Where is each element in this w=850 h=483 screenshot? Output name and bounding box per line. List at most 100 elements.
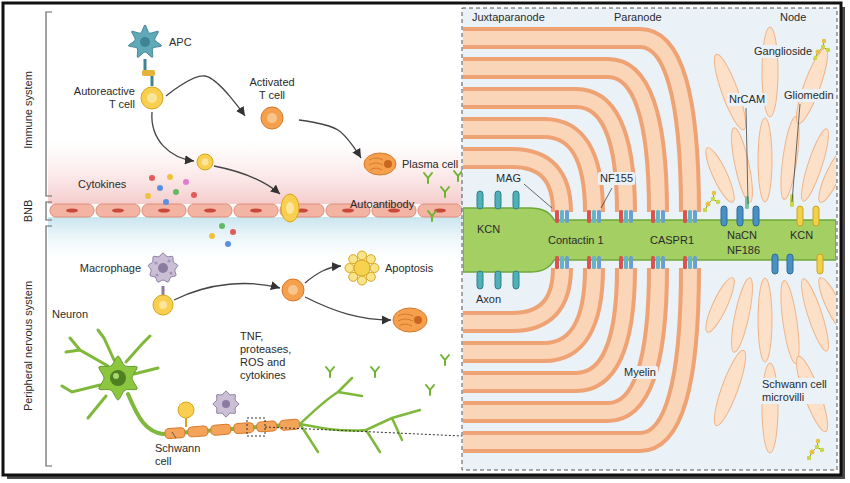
cell-label: Plasma cell (402, 158, 458, 171)
part-label: Schwann cell (155, 442, 205, 468)
endothelium (418, 204, 462, 217)
autoantibody-symbol (424, 173, 432, 183)
paranodal-protein (745, 196, 749, 209)
paranodal-protein (624, 210, 628, 223)
schwann-leader (172, 432, 176, 438)
t-cell-icon (141, 87, 163, 109)
paranodal-protein (592, 256, 596, 269)
part-label: KCN (477, 223, 500, 236)
t-cell-icon (139, 85, 165, 111)
cytokine-dots (149, 175, 155, 181)
ganglioside-glyph (807, 456, 811, 460)
myelin-lamella (463, 68, 658, 212)
myelin-segment (233, 422, 254, 433)
process-arrow (214, 166, 280, 194)
ion-channel (797, 206, 803, 226)
process-arrow (152, 112, 391, 320)
paranodal-protein (555, 194, 794, 269)
autoantibody-symbol (454, 171, 462, 181)
macrophage-cell-icon (167, 259, 170, 262)
neuron-dendrites (66, 338, 108, 366)
part-label: NF155 (598, 172, 635, 185)
myelin-lamella (463, 268, 626, 382)
apc-cell-icon (128, 25, 161, 57)
ganglioside-glyph (822, 39, 827, 44)
myelin-segment (256, 421, 277, 432)
schwann-microvillus (709, 52, 751, 133)
ganglioside-glyph (712, 191, 717, 196)
flow-arrow (166, 76, 245, 116)
part-label: Neuron (52, 308, 88, 321)
cytokine-dots (167, 174, 173, 180)
schwann-microvillus (727, 276, 756, 353)
paranodal-protein (587, 256, 591, 269)
ion-channel (477, 191, 483, 209)
bound-t-cell (153, 286, 173, 315)
macrophage-cell-icon (158, 263, 168, 273)
ion-channel (495, 271, 501, 289)
zone-label: Paranode (612, 11, 664, 24)
paranodal-protein (651, 210, 655, 223)
label-group: Plasma cell (402, 158, 458, 171)
flow-arrow (299, 120, 361, 158)
zone-label: Juxtaparanode (470, 11, 547, 24)
paranodal-protein (597, 210, 601, 223)
ganglioside-glyph (816, 439, 821, 444)
part-label: Ganglioside (752, 45, 814, 58)
barrier-band (48, 140, 462, 204)
ion-channel (772, 254, 778, 274)
ganglioside-glyph (810, 450, 815, 455)
schwann-microvillus (758, 118, 772, 202)
effector-t-cell (282, 279, 304, 301)
myelin-lamella (463, 268, 658, 412)
ion-channel (513, 271, 519, 289)
paranodal-protein (683, 256, 687, 269)
neuron-soma (99, 356, 137, 400)
part-label: Schwann cell microvilli (760, 378, 836, 404)
ion-channel (495, 191, 501, 209)
zoom-box (265, 427, 462, 436)
schwann-microvillus (758, 278, 772, 362)
t-cell-receptor (142, 70, 155, 76)
label-group: Macrophage (80, 262, 141, 275)
cell-label: Autoreactive T cell (69, 85, 135, 111)
part-label: NaCN (727, 229, 757, 242)
plasma-cell-icon (384, 160, 392, 168)
part-label: NF186 (727, 244, 760, 257)
paranodal-protein (555, 210, 559, 223)
schwann-microvillus (777, 115, 803, 200)
neuron-dendrites (88, 396, 106, 418)
ion-channel (753, 206, 759, 226)
ion-channel (737, 206, 743, 226)
plasma-cell-icon (369, 158, 383, 170)
macrophage-cell-icon (154, 261, 157, 264)
t-cell-icon (261, 107, 283, 129)
myelin-lamella (463, 268, 562, 322)
region-label: BNB (22, 200, 35, 223)
cytokine-dots (173, 189, 179, 195)
autoantibody-symbol (326, 171, 462, 395)
label-group: Activated T cell (246, 76, 298, 102)
bound-t-cell (159, 301, 167, 309)
leader-line (792, 104, 800, 202)
macrophage-cell-icon (148, 253, 178, 282)
schwann-leader (172, 432, 176, 438)
label-group: Autoreactive T cell (69, 85, 135, 111)
barrier-band (48, 140, 462, 259)
nerve-t-cell (185, 418, 187, 427)
myelin-segment (188, 426, 209, 437)
paranodal-protein (619, 210, 623, 223)
myelin-lamella (463, 68, 658, 212)
paranodal-protein (661, 256, 665, 269)
part-label: KCN (790, 229, 813, 242)
paranodal-protein (688, 210, 692, 223)
bracket (46, 12, 52, 466)
myelin-lamella (463, 128, 594, 212)
apoptotic-cell-icon (358, 251, 367, 260)
ion-channel (477, 271, 483, 289)
cytokine-dots (225, 241, 231, 247)
primed-t-cell (202, 159, 209, 166)
myelin-segment (211, 424, 232, 435)
